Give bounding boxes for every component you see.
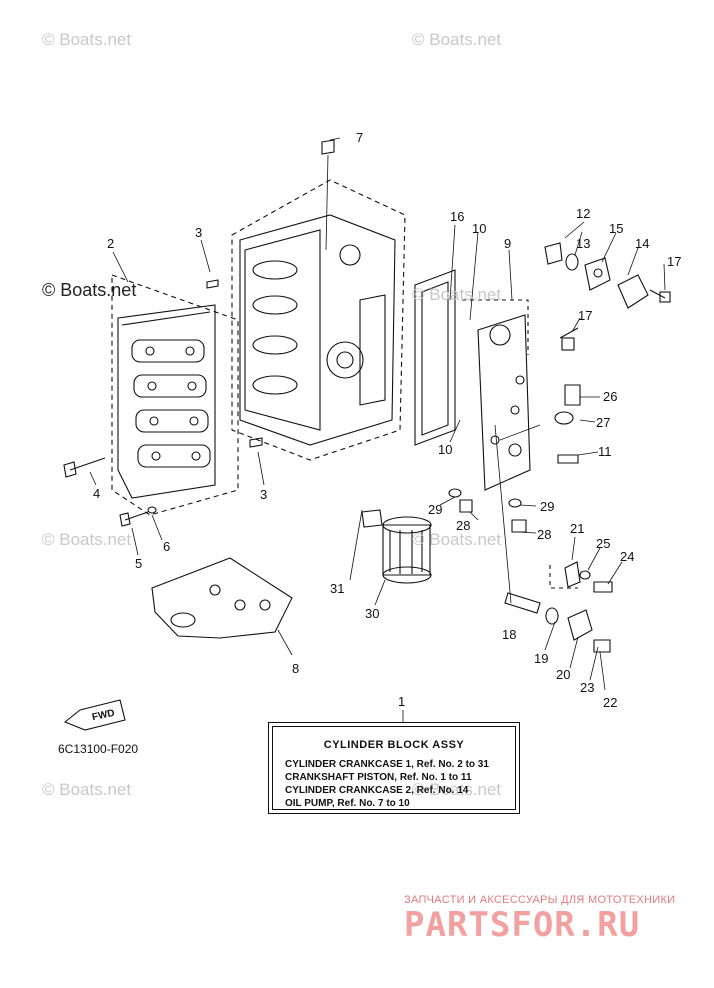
gasket-part-8 [151, 557, 293, 639]
callout-12: 12 [576, 206, 591, 221]
watermark: © Boats.net [412, 30, 502, 49]
callout-7: 7 [356, 130, 364, 145]
linkage-parts [504, 561, 613, 653]
fwd-arrow-icon [63, 699, 126, 731]
callout-14: 14 [635, 236, 650, 251]
callout-2: 2 [107, 236, 115, 251]
callout-21: 21 [570, 521, 585, 536]
callout-29: 29 [428, 502, 443, 517]
callout-11: 11 [598, 444, 612, 459]
leader-lines [89, 137, 666, 722]
callout-28: 28 [537, 527, 552, 542]
callout-1: 1 [398, 694, 406, 709]
callout-3: 3 [195, 225, 203, 240]
callout-9: 9 [504, 236, 512, 251]
callout-5: 5 [135, 556, 143, 571]
watermark: © Boats.net [42, 280, 137, 300]
watermark: © Boats.net [42, 530, 132, 549]
watermark: © Boats.net [412, 780, 502, 799]
callout-19: 19 [534, 651, 549, 666]
callout-31: 31 [330, 581, 345, 596]
diagram-part-code: 6C13100-F020 [58, 742, 139, 756]
assembly-line: CRANKSHAFT PISTON, Ref. No. 1 to 11 [285, 772, 472, 783]
cylinder-head-part-2 [111, 274, 239, 516]
assembly-reference-box: CYLINDER BLOCK ASSY CYLINDER CRANKCASE 1… [268, 722, 520, 814]
assembly-reference-inner: CYLINDER BLOCK ASSY CYLINDER CRANKCASE 1… [272, 726, 516, 810]
callout-16: 16 [450, 209, 465, 224]
callout-6: 6 [163, 539, 171, 554]
small-fittings [544, 242, 671, 351]
callout-29: 29 [540, 499, 555, 514]
brand-tagline: ЗАПЧАСТИ И АКСЕССУАРЫ ДЛЯ МОТОТЕХНИКИ [404, 894, 676, 906]
cover-plate-part-9 [462, 299, 531, 491]
oil-filter-part-30 [361, 509, 432, 584]
callout-27: 27 [596, 415, 611, 430]
cylinder-block [231, 179, 406, 461]
callout-15: 15 [609, 221, 624, 236]
brand-logo: PARTSFOR.RU [404, 905, 641, 945]
callout-24: 24 [620, 549, 635, 564]
watermark: © Boats.net [412, 285, 502, 304]
watermark: © Boats.net [42, 780, 132, 799]
callout-10: 10 [472, 221, 487, 236]
callout-10: 10 [438, 442, 453, 457]
callout-25: 25 [596, 536, 611, 551]
assembly-line: CYLINDER CRANKCASE 2, Ref. No. 14 [285, 785, 469, 796]
callout-23: 23 [580, 680, 595, 695]
plug-and-seal-parts [554, 384, 581, 464]
watermark: © Boats.net [412, 530, 502, 549]
callout-17: 17 [578, 308, 593, 323]
callout-4: 4 [93, 486, 101, 501]
callout-17: 17 [667, 254, 682, 269]
callout-13: 13 [576, 236, 591, 251]
assembly-line: CYLINDER CRANKCASE 1, Ref. No. 2 to 31 [285, 759, 489, 770]
callout-3: 3 [260, 487, 268, 502]
assembly-line: OIL PUMP, Ref. No. 7 to 10 [285, 798, 410, 809]
watermark: © Boats.net [42, 30, 132, 49]
callout-18: 18 [502, 627, 517, 642]
callout-30: 30 [365, 606, 380, 621]
callout-28: 28 [456, 518, 471, 533]
callout-20: 20 [556, 667, 571, 682]
callout-26: 26 [603, 389, 618, 404]
callout-8: 8 [292, 661, 300, 676]
callout-22: 22 [603, 695, 618, 710]
bolts-and-dowels [63, 139, 335, 527]
assembly-title: CYLINDER BLOCK ASSY [323, 739, 465, 751]
gasket-part-16 [414, 269, 456, 446]
